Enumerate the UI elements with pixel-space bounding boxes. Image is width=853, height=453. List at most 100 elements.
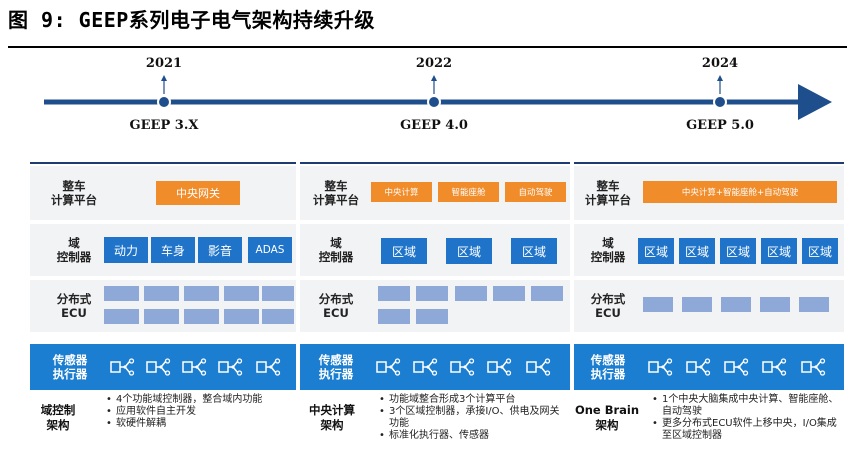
sensor-node-icon — [762, 358, 787, 376]
sensor-node-icon — [526, 358, 551, 376]
sensor-row — [574, 344, 844, 390]
ecu-box — [455, 286, 487, 301]
ecu-box — [416, 309, 448, 324]
bullet-item: 4个功能域控制器，整合域内功能 — [104, 394, 300, 406]
ecu-box — [416, 286, 448, 301]
architecture-label: 域控制 架构 — [40, 403, 76, 432]
year-label: 2022 — [415, 56, 453, 71]
timeline-node — [713, 95, 727, 109]
ecu-box — [144, 286, 179, 301]
ecu-box — [104, 286, 139, 301]
ecu-box — [224, 309, 259, 324]
column-divider — [30, 162, 296, 164]
ecu-box — [760, 297, 790, 312]
architecture-label: 中央计算 架构 — [309, 403, 355, 432]
platform-box: 中央计算+智能座舱+自动驾驶 — [643, 181, 837, 203]
row-label-ecu: 分布式 ECU — [590, 292, 626, 320]
sensor-node-icon — [376, 358, 401, 376]
sensor-node-icon — [218, 358, 243, 376]
generation-label: GEEP 3.X — [129, 118, 199, 133]
domain-box: 区域 — [802, 238, 838, 264]
domain-box: 动力 — [104, 237, 148, 263]
timeline-node — [427, 95, 441, 109]
column-divider — [574, 162, 844, 164]
row-label-platform: 整车 计算平台 — [585, 179, 631, 207]
architecture-bullets: 1个中央大脑集成中央计算、智能座舱、自动驾驶 更多分布式ECU软件上移中央，I/… — [650, 394, 846, 442]
platform-box: 中央计算 — [371, 182, 432, 202]
timeline-pin-arrow-icon — [161, 75, 167, 81]
platform-box: 中央网关 — [156, 181, 240, 205]
sensor-node-icon — [110, 358, 135, 376]
architecture-bullets: 4个功能域控制器，整合域内功能 应用软件自主开发 软硬件解耦 — [104, 394, 300, 430]
ecu-box — [721, 297, 751, 312]
sensor-node-icon — [724, 358, 749, 376]
row-label-ecu: 分布式 ECU — [318, 292, 354, 320]
bullet-item: 功能域整合形成3个计算平台 — [377, 394, 567, 406]
domain-box: 区域 — [446, 238, 492, 264]
sensor-node-icon — [256, 358, 281, 376]
ecu-box — [531, 286, 563, 301]
architecture-label: One Brain 架构 — [574, 403, 640, 432]
platform-box: 智能座舱 — [438, 182, 499, 202]
domain-box: 区域 — [720, 238, 756, 264]
ecu-box — [378, 286, 410, 301]
row-label-domain: 域 控制器 — [590, 236, 626, 264]
ecu-box — [262, 309, 294, 324]
timeline-node — [157, 95, 171, 109]
sensor-node-icon — [182, 358, 207, 376]
ecu-box — [493, 286, 525, 301]
sensor-node-icon — [686, 358, 711, 376]
ecu-box — [799, 297, 829, 312]
timeline-arrow-icon — [798, 84, 832, 120]
bullet-item: 软硬件解耦 — [104, 418, 300, 430]
domain-box: 区域 — [381, 238, 427, 264]
sensor-node-icon — [450, 358, 475, 376]
ecu-box — [184, 309, 219, 324]
sensor-row — [300, 344, 570, 390]
row-label-platform: 整车 计算平台 — [51, 179, 97, 207]
year-label: 2024 — [701, 56, 739, 71]
ecu-box — [184, 286, 219, 301]
sensor-node-icon — [487, 358, 512, 376]
sensor-row — [30, 344, 296, 390]
architecture-bullets: 功能域整合形成3个计算平台 3个区域控制器，承接I/O、供电及网关功能 标准化执… — [377, 394, 567, 442]
row-label-sensor: 传感器 执行器 — [590, 353, 626, 381]
domain-box: 车身 — [151, 237, 195, 263]
row-label-ecu: 分布式 ECU — [56, 292, 92, 320]
bullet-item: 1个中央大脑集成中央计算、智能座舱、自动驾驶 — [650, 394, 846, 418]
sensor-node-icon — [648, 358, 673, 376]
row-label-sensor: 传感器 执行器 — [318, 353, 354, 381]
timeline-pin-arrow-icon — [717, 75, 723, 81]
row-label-domain: 域 控制器 — [56, 236, 92, 264]
figure-title: 图 9: GEEP系列电子电气架构持续升级 — [8, 8, 375, 32]
year-label: 2021 — [145, 56, 183, 71]
ecu-box — [144, 309, 179, 324]
row-label-platform: 整车 计算平台 — [313, 179, 359, 207]
ecu-box — [682, 297, 712, 312]
ecu-box — [643, 297, 673, 312]
ecu-box — [262, 286, 294, 301]
timeline — [44, 75, 832, 120]
sensor-node-icon — [801, 358, 826, 376]
column-divider — [300, 162, 570, 164]
domain-box: ADAS — [248, 237, 292, 263]
platform-box: 自动驾驶 — [505, 182, 566, 202]
domain-box: 影音 — [198, 237, 242, 263]
bullet-item: 标准化执行器、传感器 — [377, 430, 567, 442]
sensor-node-icon — [413, 358, 438, 376]
domain-box: 区域 — [638, 238, 674, 264]
generation-label: GEEP 5.0 — [686, 118, 754, 133]
domain-box: 区域 — [679, 238, 715, 264]
generation-label: GEEP 4.0 — [400, 118, 468, 133]
row-label-sensor: 传感器 执行器 — [52, 353, 88, 381]
domain-box: 区域 — [761, 238, 797, 264]
title-rule — [8, 46, 847, 48]
domain-box: 区域 — [511, 238, 557, 264]
sensor-node-icon — [146, 358, 171, 376]
row-label-domain: 域 控制器 — [318, 236, 354, 264]
bullet-item: 应用软件自主开发 — [104, 406, 300, 418]
ecu-box — [224, 286, 259, 301]
ecu-box — [378, 309, 410, 324]
bullet-item: 更多分布式ECU软件上移中央，I/O集成至区域控制器 — [650, 418, 846, 442]
timeline-pin-arrow-icon — [431, 75, 437, 81]
